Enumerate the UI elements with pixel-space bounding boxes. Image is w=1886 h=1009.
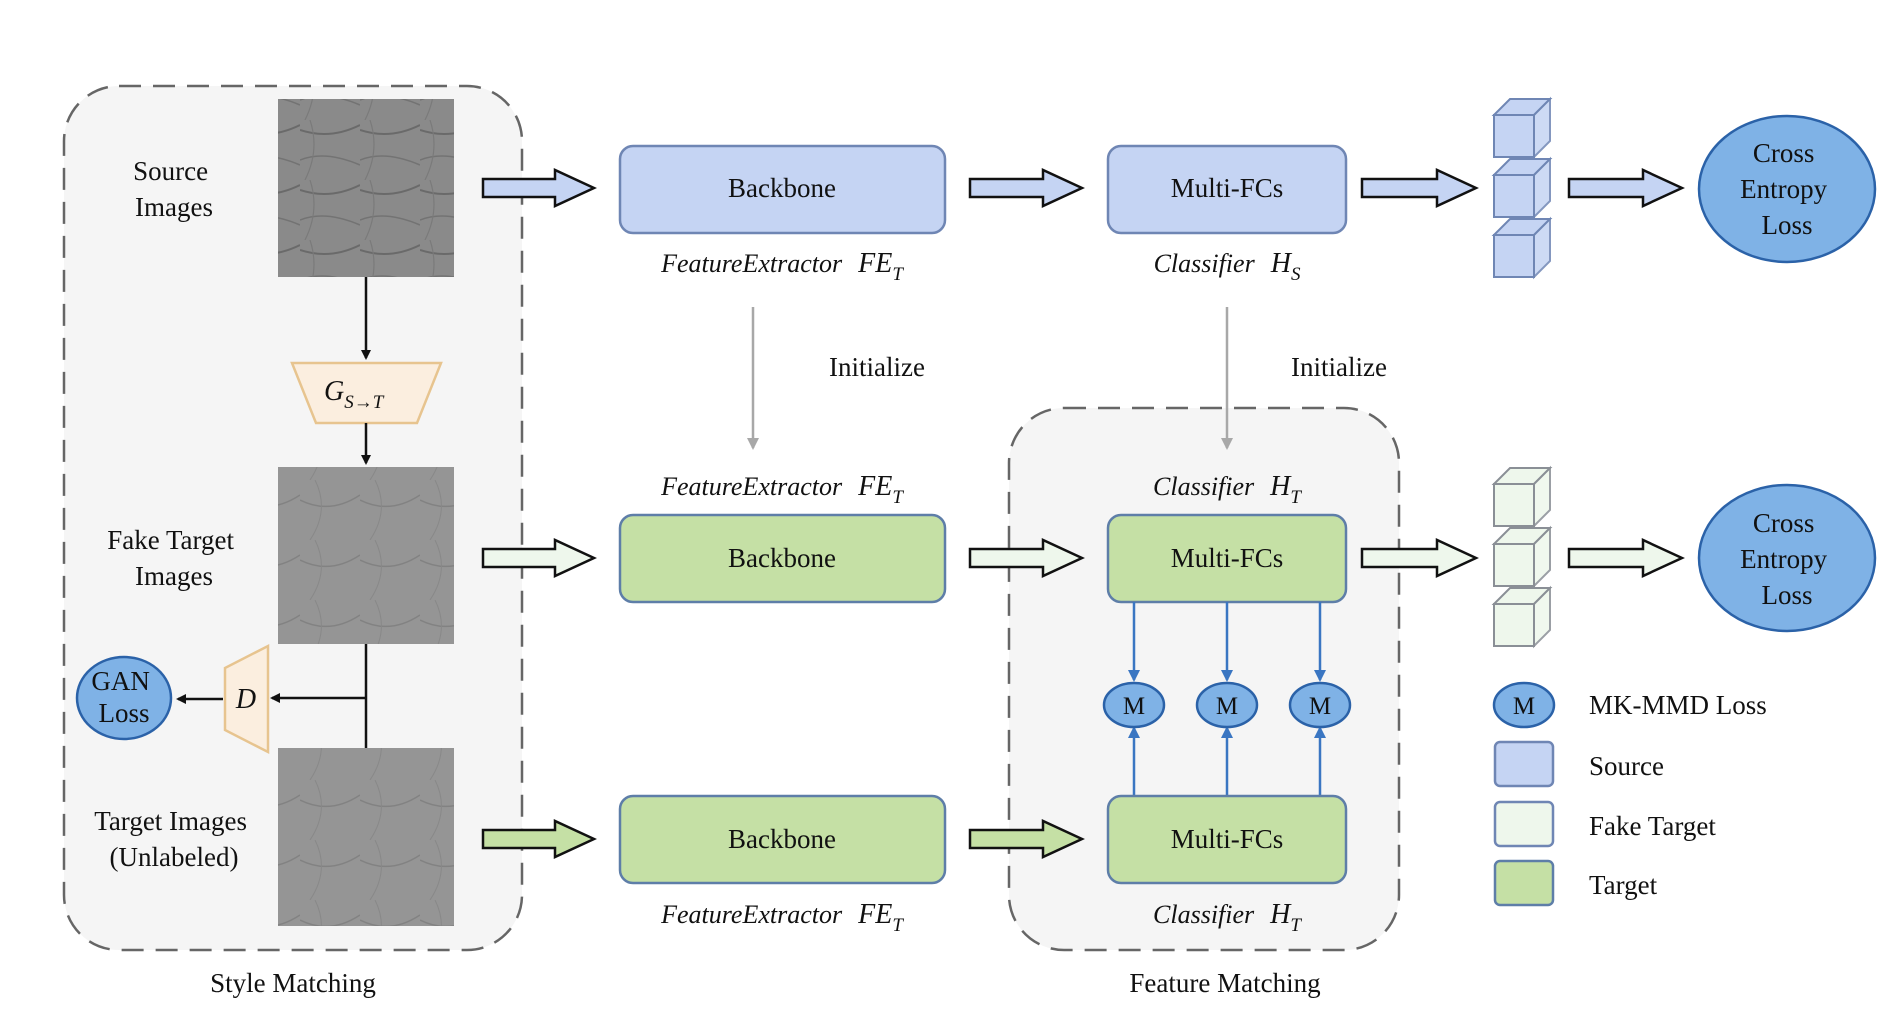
- feature-cube: [1491, 156, 1553, 220]
- source-feature-cubes: [1491, 96, 1553, 280]
- source-cubes-to-loss-arrow: [1567, 168, 1685, 208]
- target-multifc-label: Multi-FCs: [1171, 824, 1284, 854]
- legend-mmd-swatch-label: M: [1513, 693, 1535, 720]
- legend: M MK-MMD Loss Source Fake Target Target: [1492, 681, 1767, 907]
- feature-cube: [1491, 96, 1553, 160]
- legend-source-label: Source: [1589, 751, 1664, 781]
- mmd-node-3: [1288, 681, 1352, 729]
- fake-backbone-box: [618, 513, 947, 604]
- source-multifc-label: Multi-FCs: [1171, 173, 1284, 203]
- fake-target-image: [278, 467, 454, 644]
- fake-multifc-label: Multi-FCs: [1171, 543, 1284, 573]
- feature-cube: [1491, 216, 1553, 280]
- source-image: [278, 99, 454, 277]
- fake-target-images-label: Fake Target Images: [107, 525, 241, 591]
- discriminator-label: D: [235, 684, 256, 715]
- fake-ce-loss-node: [1697, 483, 1877, 633]
- mmd-node-3-label: M: [1309, 693, 1331, 720]
- fake-feature-cubes: [1491, 465, 1553, 649]
- source-ce-loss-label: Cross Entropy Loss: [1740, 138, 1834, 240]
- target-backbone-box: [618, 794, 947, 885]
- fake-ce-loss-label: Cross Entropy Loss: [1740, 508, 1834, 610]
- gan-loss-node: [75, 655, 173, 741]
- mmd-connections: [1128, 602, 1326, 795]
- feature-matching-caption: Feature Matching: [1129, 968, 1320, 998]
- legend-mmd-label: MK-MMD Loss: [1589, 690, 1767, 720]
- source-multifc-box: [1106, 144, 1348, 235]
- mmd-node-2-label: M: [1216, 693, 1238, 720]
- target-input-arrow: [481, 819, 597, 859]
- initialize-fe-label: Initialize: [829, 352, 925, 382]
- legend-target-label: Target: [1589, 870, 1658, 900]
- feature-cube: [1491, 585, 1553, 649]
- source-ce-loss-node: [1697, 114, 1877, 264]
- mmd-node-1-label: M: [1123, 693, 1145, 720]
- fake-backbone-to-fc-arrow: [968, 538, 1085, 578]
- target-image: [278, 748, 454, 926]
- target-backbone-label: Backbone: [728, 824, 836, 854]
- source-fc-to-cubes-arrow: [1360, 168, 1479, 208]
- gan-loss-label: GAN Loss: [91, 666, 156, 728]
- generator-shape: [290, 361, 443, 425]
- fake-fc-to-cubes-arrow: [1360, 538, 1479, 578]
- target-backbone-to-fc-arrow: [968, 819, 1085, 859]
- legend-fake-label: Fake Target: [1589, 811, 1716, 841]
- source-backbone-to-fc-arrow: [968, 168, 1085, 208]
- legend-mmd-swatch: [1492, 681, 1556, 729]
- mmd-node-2: [1195, 681, 1259, 729]
- target-images-label: Target Images (Unlabeled): [94, 806, 254, 872]
- legend-source-swatch: [1493, 740, 1555, 788]
- source-input-arrow: [481, 168, 597, 208]
- target-multifc-box: [1106, 794, 1348, 885]
- feature-cube: [1491, 465, 1553, 529]
- feature-cube: [1491, 525, 1553, 589]
- source-backbone-label: Backbone: [728, 173, 836, 203]
- legend-target-swatch: [1493, 859, 1555, 907]
- fake-input-arrow: [481, 538, 597, 578]
- style-matching-caption: Style Matching: [210, 968, 376, 998]
- initialize-classifier-label: Initialize: [1291, 352, 1387, 382]
- fake-backbone-label: Backbone: [728, 543, 836, 573]
- mmd-node-1: [1102, 681, 1166, 729]
- source-backbone-box: [618, 144, 947, 235]
- legend-fake-swatch: [1493, 800, 1555, 848]
- source-images-label: Source Images: [133, 156, 215, 222]
- fake-cubes-to-loss-arrow: [1567, 538, 1685, 578]
- generator-label: GS→T: [324, 376, 385, 413]
- discriminator-trapezoid: [223, 643, 270, 755]
